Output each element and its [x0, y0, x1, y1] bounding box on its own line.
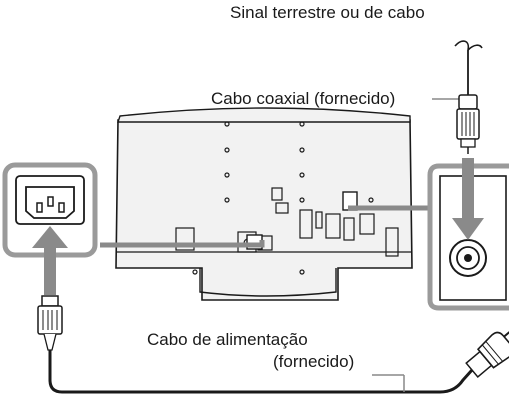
- iec-c14-inlet-icon: [15, 175, 85, 225]
- arrow-up-icon: [32, 226, 68, 295]
- power-cable-label-line2: (fornecido): [273, 352, 355, 371]
- power-plug-icon: [465, 328, 509, 378]
- power-cord-plug-icon: [37, 295, 63, 351]
- signal-wire: [454, 40, 483, 95]
- arrow-down-icon: [452, 158, 484, 240]
- rf-coax-plug-icon: [456, 94, 480, 154]
- tv-rear-view: [115, 107, 413, 301]
- callout-connectors: [100, 205, 440, 248]
- signal-source-label: Sinal terrestre ou de cabo: [230, 3, 425, 22]
- power-cable-label-line1: Cabo de alimentação: [147, 330, 308, 349]
- coaxial-socket-icon: [439, 175, 507, 301]
- coax-cable-label: Cabo coaxial (fornecido): [211, 89, 396, 108]
- power-cable: [48, 350, 474, 394]
